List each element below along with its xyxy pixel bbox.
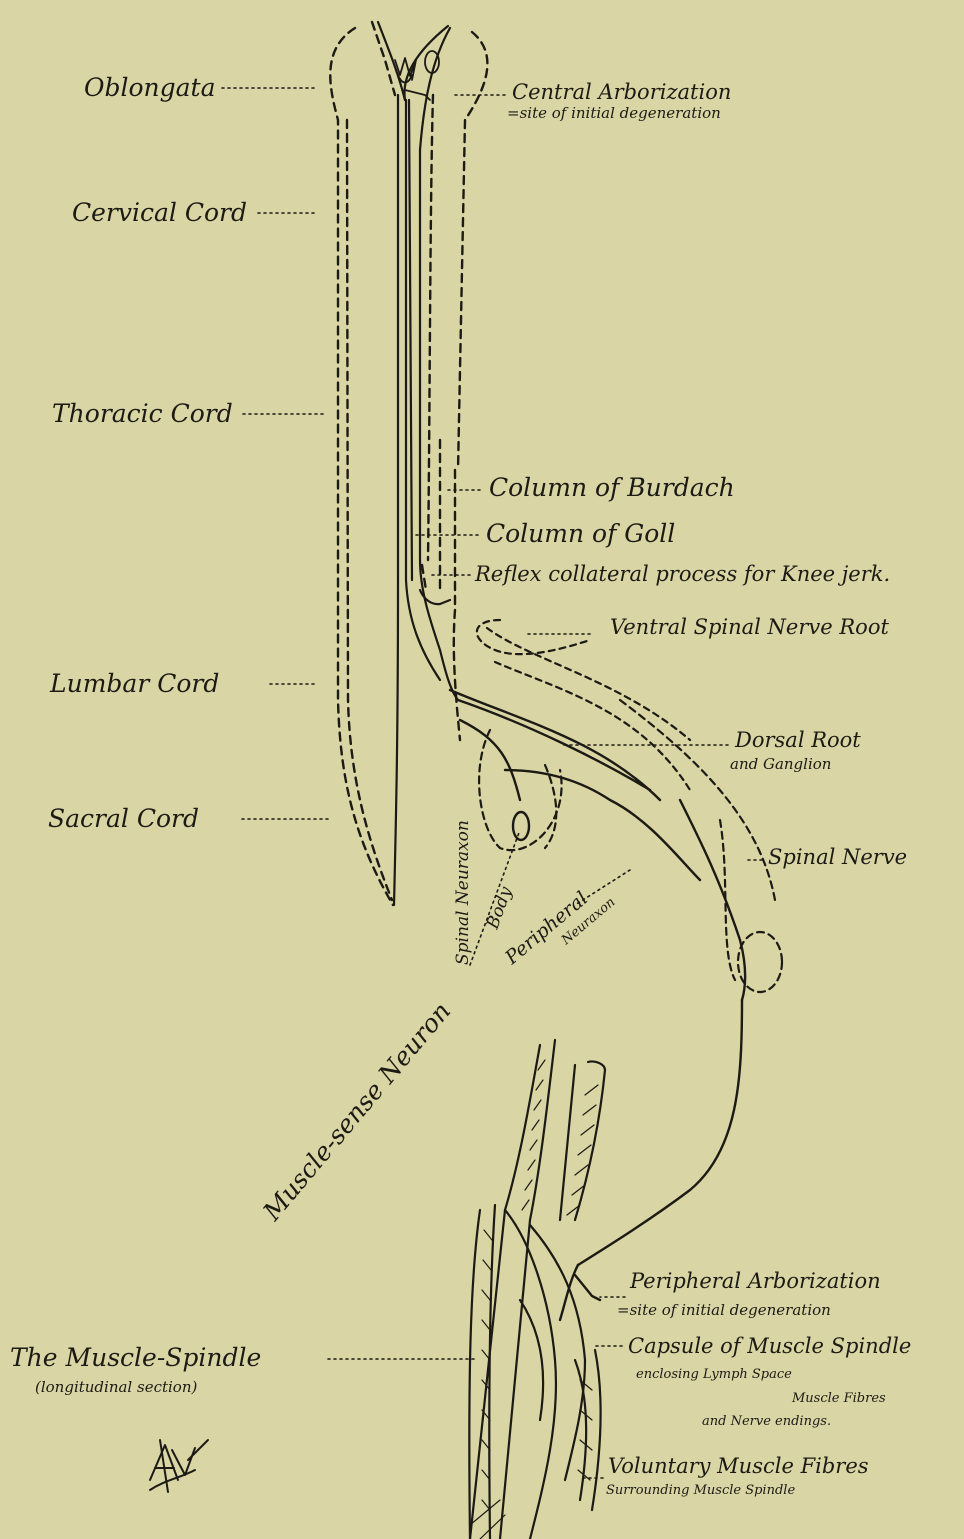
label-central-arborization: Central Arborization <box>512 82 731 103</box>
label-capsule-muscle-fibres: Muscle Fibres <box>792 1392 886 1405</box>
label-capsule-muscle-spindle: Capsule of Muscle Spindle <box>628 1336 911 1357</box>
spinal-cord-fibres <box>378 22 458 905</box>
label-spinal-nerve: Spinal Nerve <box>768 847 907 868</box>
label-column-goll: Column of Goll <box>486 521 675 546</box>
label-muscle-spindle: The Muscle-Spindle <box>10 1345 261 1370</box>
label-dorsal-root: Dorsal Root <box>735 730 861 751</box>
label-body: Body <box>483 884 517 933</box>
label-dorsal-ganglion: and Ganglion <box>730 757 831 772</box>
label-spinal-neuraxon: Spinal Neuraxon <box>453 820 473 965</box>
artist-monogram-icon <box>150 1440 208 1492</box>
label-capsule-enclosing: enclosing Lymph Space <box>636 1368 792 1381</box>
label-muscle-spindle-section: (longitudinal section) <box>35 1380 197 1395</box>
label-peripheral-arborization-site: =site of initial degeneration <box>617 1303 831 1318</box>
dorsal-root <box>450 690 745 1000</box>
label-voluntary-muscle-fibres: Voluntary Muscle Fibres <box>608 1456 869 1477</box>
label-sacral-cord: Sacral Cord <box>48 806 199 831</box>
label-thoracic-cord: Thoracic Cord <box>52 401 233 426</box>
label-central-arborization-site: =site of initial degeneration <box>507 106 721 121</box>
label-voluntary-surrounding: Surrounding Muscle Spindle <box>606 1484 795 1497</box>
label-column-burdach: Column of Burdach <box>489 475 735 500</box>
label-lumbar-cord: Lumbar Cord <box>50 671 219 696</box>
label-peripheral-arborization: Peripheral Arborization <box>630 1271 881 1292</box>
label-capsule-nerve-endings: and Nerve endings. <box>702 1415 831 1428</box>
label-cervical-cord: Cervical Cord <box>72 200 247 225</box>
label-reflex-collateral: Reflex collateral process for Knee jerk. <box>475 564 890 585</box>
label-muscle-sense-neuron: Muscle-sense Neuron <box>257 997 457 1227</box>
label-ventral-root: Ventral Spinal Nerve Root <box>610 617 889 638</box>
label-oblongata: Oblongata <box>84 75 216 100</box>
muscle-spindle <box>469 1040 605 1539</box>
